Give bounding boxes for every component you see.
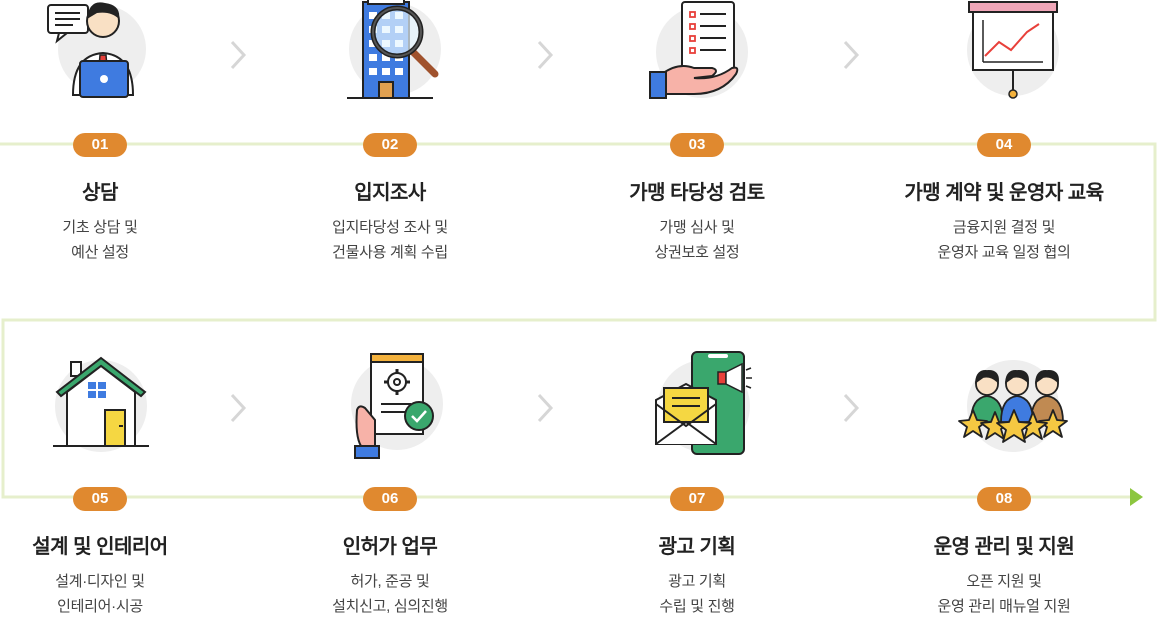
- step-number-badge: 03: [670, 133, 724, 157]
- consultant-laptop-icon: [45, 0, 155, 107]
- step-number-badge: 04: [977, 133, 1031, 157]
- step-title: 설계 및 인테리어: [32, 536, 168, 558]
- step-desc-line1: 금융지원 결정 및: [952, 219, 1056, 236]
- chevron-right-icon: [537, 393, 554, 423]
- building-magnifier-icon: [335, 0, 445, 104]
- step-number-badge: 02: [363, 133, 417, 157]
- step-title: 인허가 업무: [342, 536, 438, 558]
- chevron-right-icon: [843, 393, 860, 423]
- step-title: 가맹 계약 및 운영자 교육: [904, 182, 1104, 204]
- step-desc-line2: 운영자 교육 일정 협의: [937, 244, 1071, 261]
- step-desc-line1: 가맹 심사 및: [659, 219, 735, 236]
- step-desc-line1: 허가, 준공 및: [350, 573, 430, 590]
- step-title: 광고 기획: [658, 536, 736, 558]
- checklist-hand-icon: [642, 0, 752, 104]
- chevron-right-icon: [843, 40, 860, 70]
- step-title: 입지조사: [354, 182, 426, 204]
- step-desc-line1: 설계·디자인 및: [55, 573, 145, 590]
- step-desc-line2: 설치신고, 심의진행: [332, 598, 448, 615]
- step-desc-line2: 예산 설정: [71, 244, 129, 261]
- step-desc-line1: 입지타당성 조사 및: [332, 219, 448, 236]
- step-number-badge: 07: [670, 487, 724, 511]
- step-number-badge: 01: [73, 133, 127, 157]
- step-title: 상담: [82, 182, 118, 204]
- step-number-badge: 06: [363, 487, 417, 511]
- step-number-badge: 05: [73, 487, 127, 511]
- house-icon: [45, 354, 155, 464]
- step-desc-line1: 기초 상담 및: [62, 219, 138, 236]
- chevron-right-icon: [537, 40, 554, 70]
- chevron-right-icon: [230, 393, 247, 423]
- advertising-phone-icon: [642, 350, 752, 460]
- flow-end-arrow-icon: [1130, 488, 1143, 506]
- step-title: 가맹 타당성 검토: [629, 182, 765, 204]
- approval-document-icon: [335, 350, 445, 460]
- step-desc-line2: 수립 및 진행: [659, 598, 735, 615]
- step-desc-line1: 광고 기획: [668, 573, 726, 590]
- chevron-right-icon: [230, 40, 247, 70]
- step-desc-line2: 건물사용 계획 수립: [332, 244, 448, 261]
- team-stars-icon: [949, 350, 1068, 460]
- step-desc-line2: 인테리어·시공: [57, 598, 143, 615]
- presentation-board-icon: [949, 0, 1059, 104]
- step-title: 운영 관리 및 지원: [933, 536, 1075, 558]
- step-desc-line2: 운영 관리 매뉴얼 지원: [937, 598, 1071, 615]
- step-desc-line2: 상권보호 설정: [654, 244, 740, 261]
- step-number-badge: 08: [977, 487, 1031, 511]
- step-desc-line1: 오픈 지원 및: [966, 573, 1042, 590]
